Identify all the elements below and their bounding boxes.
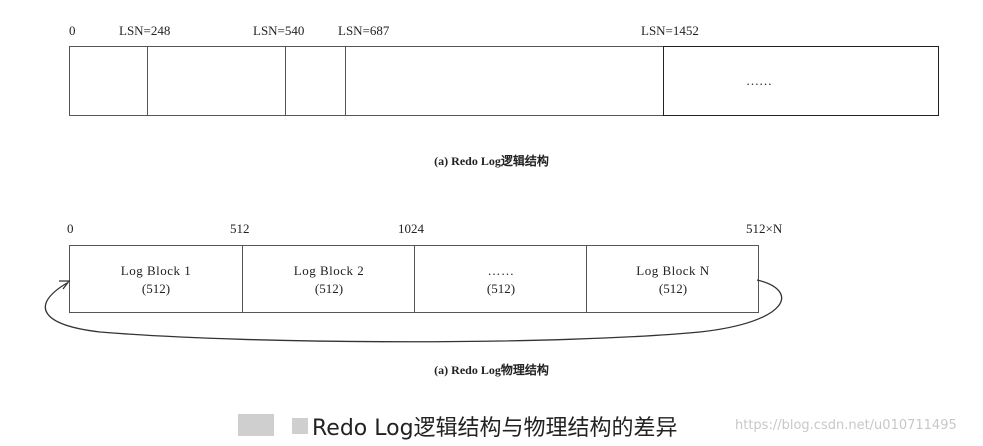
log-block-size: (512) [314,281,344,296]
physical-caption: (a) Redo Log物理结构 [434,363,549,377]
wrap-around-arrow-path [44,279,783,343]
log-block-n: Log Block N (512) [586,246,759,312]
lsn-label-248: LSN=248 [119,23,171,38]
log-block-title: Log Block N [636,263,710,278]
redacted-mark-small [292,418,308,434]
arrow-head [59,280,71,290]
watermark: https://blog.csdn.net/u010711495 [735,418,957,433]
lsn-label-0: 0 [69,23,76,38]
log-block-size: (512) [658,281,688,296]
lsn-label-540: LSN=540 [253,23,305,38]
log-block-size: (512) [486,281,516,296]
logical-divider-248 [147,47,148,115]
logical-divider-687 [345,47,346,115]
physical-log-bar: Log Block 1 (512) Log Block 2 (512) …… (… [69,245,759,313]
offset-label-1024: 1024 [398,221,424,236]
log-block-size: (512) [141,281,171,296]
logical-ellipsis: …… [746,73,772,88]
offset-label-0: 0 [67,221,74,236]
logical-last-segment: …… [663,46,939,116]
log-block-title: …… [487,263,515,278]
log-block-2: Log Block 2 (512) [242,246,415,312]
lsn-label-687: LSN=687 [338,23,390,38]
figure-title: Redo Log逻辑结构与物理结构的差异 [312,416,678,441]
logical-divider-540 [285,47,286,115]
offset-label-512n: 512×N [746,221,783,236]
offset-label-512: 512 [230,221,250,236]
log-block-title: Log Block 1 [120,263,192,278]
redacted-mark [238,414,274,436]
logical-caption: (a) Redo Log逻辑结构 [434,154,549,168]
log-block-title: Log Block 2 [293,263,365,278]
log-block-1: Log Block 1 (512) [70,246,242,312]
logical-log-bar [69,46,665,116]
log-block-ellipsis: …… (512) [414,246,587,312]
lsn-label-1452: LSN=1452 [641,23,699,38]
